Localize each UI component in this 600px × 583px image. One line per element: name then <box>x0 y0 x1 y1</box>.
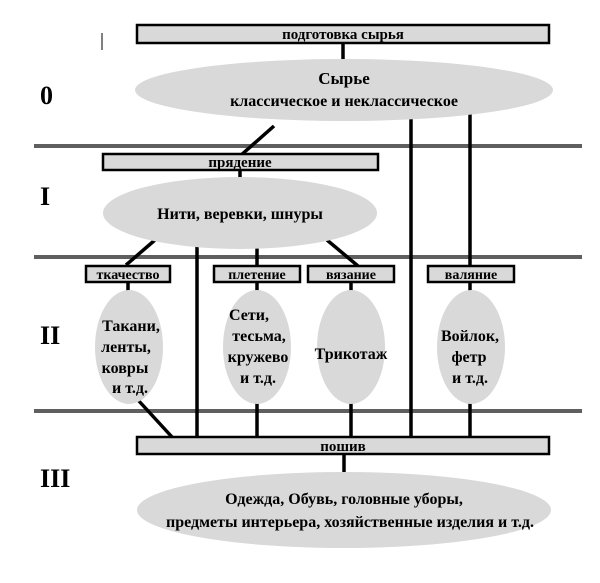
process-knitting-label: вязание <box>326 268 376 283</box>
product-felt <box>437 290 505 404</box>
process-spinning <box>101 152 380 172</box>
product-felt-line3: и т.д. <box>452 370 488 387</box>
product-felt-line2: фетр <box>451 349 486 366</box>
level-label-1: I <box>40 182 50 211</box>
product-fabrics-line3: ковры <box>102 360 149 377</box>
process-preparation <box>135 23 551 45</box>
product-nets-line1: Сети, <box>229 307 269 324</box>
level-label-2: II <box>40 321 60 350</box>
connector-fabrics-sewing <box>136 398 174 439</box>
product-nets-line2: тесьма, <box>232 328 286 345</box>
product-knitwear-label: Трикотаж <box>315 346 388 363</box>
connector-raw-spinning <box>238 124 276 158</box>
product-nets <box>223 290 291 404</box>
product-felt-line1: Войлок, <box>441 328 499 345</box>
product-nets-line4: и т.д. <box>240 370 276 387</box>
level-label-0: 0 <box>40 81 53 110</box>
level-label-3: III <box>40 464 70 493</box>
process-felting <box>426 264 516 284</box>
product-fabrics <box>95 290 163 404</box>
process-felting-label: валяние <box>445 268 497 283</box>
process-spinning-label: прядение <box>208 155 272 171</box>
connector-threads-weaving <box>124 238 157 267</box>
product-raw <box>135 59 553 121</box>
product-final-line1: Одежда, Обувь, головные уборы, <box>225 491 463 508</box>
process-preparation-label: подготовка сырья <box>282 27 404 43</box>
product-fabrics-line2: ленты, <box>101 339 151 356</box>
product-final-line2: предметы интерьера, хозяйственные издели… <box>166 514 534 531</box>
process-sewing <box>135 435 551 456</box>
product-raw-line2: классическое и неклассическое <box>230 93 458 110</box>
process-weaving <box>84 264 172 284</box>
process-braiding-label: плетение <box>228 268 286 283</box>
product-threads-label: Нити, веревки, шнуры <box>157 206 323 223</box>
process-knitting <box>306 264 396 284</box>
process-braiding <box>212 264 302 284</box>
product-nets-line3: кружево <box>228 349 289 366</box>
product-final <box>137 472 551 548</box>
product-threads <box>103 177 377 249</box>
product-fabrics-line4: и т.д. <box>112 380 148 397</box>
connector-threads-knitting <box>325 238 360 268</box>
product-fabrics-line1: Такани, <box>102 318 160 335</box>
product-raw-line1: Сырье <box>318 69 370 88</box>
process-sewing-label: пошив <box>320 439 366 455</box>
product-knitwear <box>317 290 385 404</box>
process-weaving-label: ткачество <box>96 268 159 283</box>
